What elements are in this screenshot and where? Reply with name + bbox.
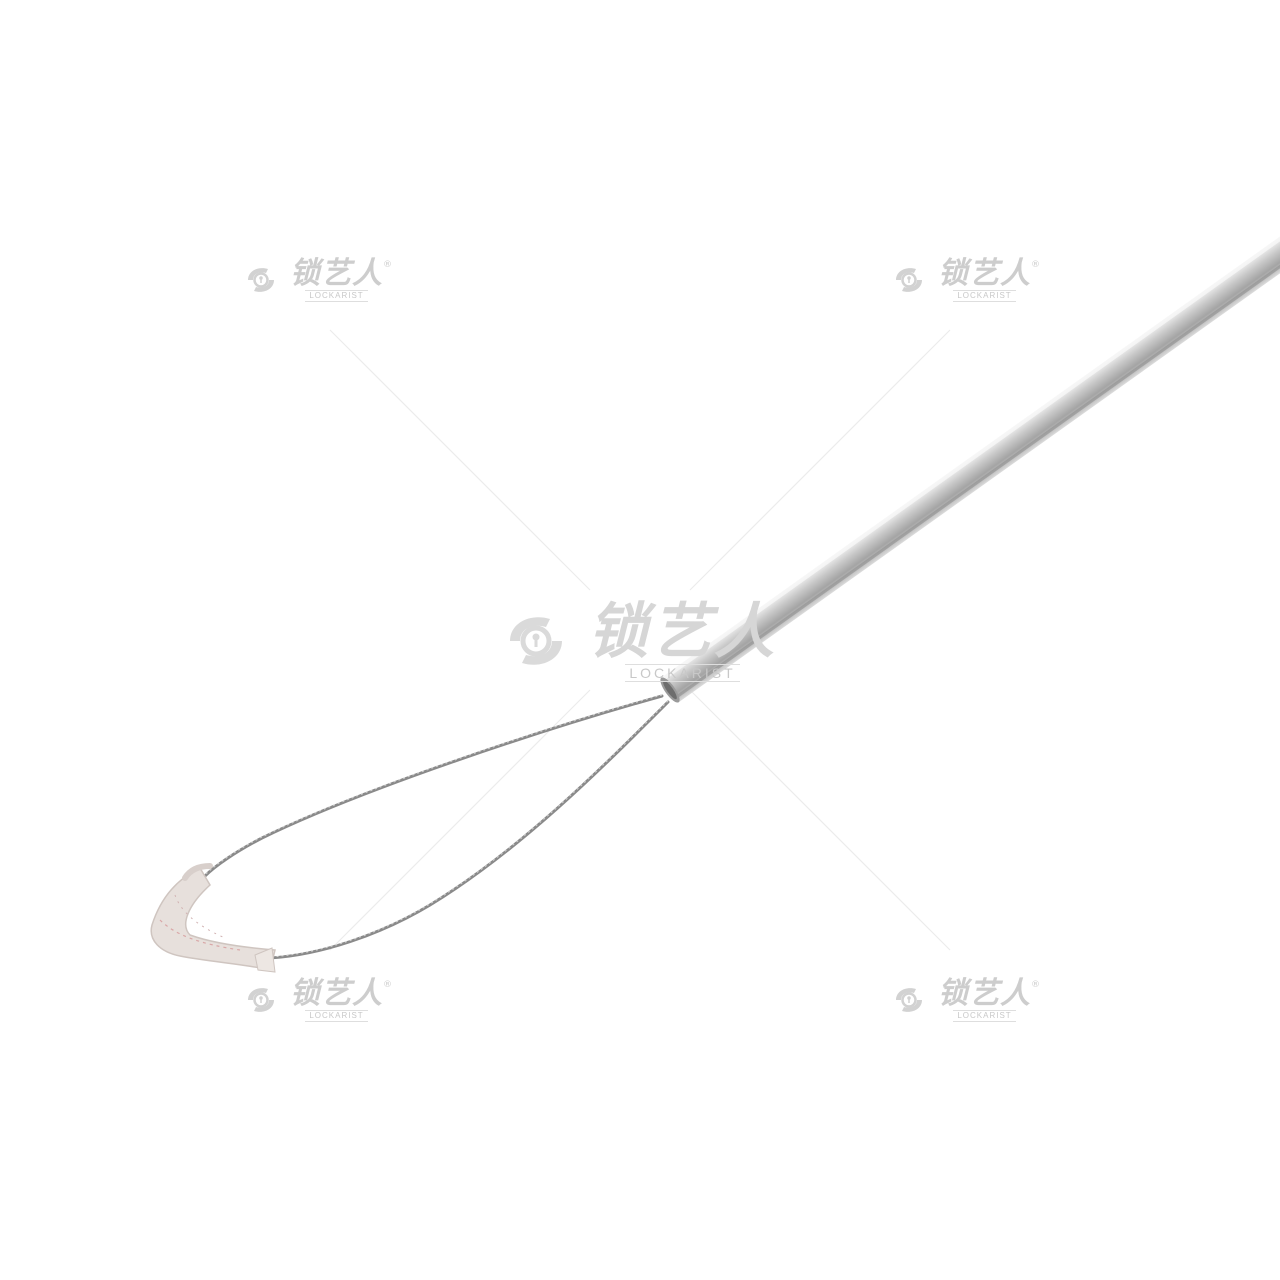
- watermark-brand-en: LOCKARIST: [625, 664, 740, 682]
- watermark-registered-mark: ®: [383, 260, 392, 270]
- watermark-diagonal-lines: [329, 329, 951, 951]
- swirl-keyhole-logo-icon: [896, 268, 922, 292]
- watermark-text: 锁艺人 LOCKARIST: [588, 600, 777, 682]
- watermark-registered-mark: ®: [1031, 260, 1040, 270]
- watermark-registered-mark: ®: [383, 980, 392, 990]
- watermark-registered-mark: ®: [1031, 980, 1040, 990]
- watermark-brand-cn: 锁艺人: [588, 597, 777, 667]
- watermark-brand-cn: 锁艺人: [290, 256, 383, 291]
- watermark-top-left: 锁艺人 LOCKARIST ®: [238, 258, 392, 302]
- watermark-text: 锁艺人 LOCKARIST: [290, 258, 383, 302]
- swirl-keyhole-logo-icon: [896, 988, 922, 1012]
- wire-loop: [203, 694, 670, 960]
- watermark-top-right: 锁艺人 LOCKARIST ®: [886, 258, 1040, 302]
- watermark-brand-cn: 锁艺人: [290, 976, 383, 1011]
- watermark-brand-en: LOCKARIST: [953, 290, 1016, 302]
- watermark-brand-cn: 锁艺人: [938, 976, 1031, 1011]
- watermark-brand-en: LOCKARIST: [953, 1010, 1016, 1022]
- swirl-keyhole-logo-icon: [248, 988, 274, 1012]
- swirl-keyhole-logo-icon: [248, 268, 274, 292]
- watermark-bottom-right: 锁艺人 LOCKARIST ®: [886, 978, 1040, 1022]
- swirl-keyhole-logo-icon: [510, 617, 562, 665]
- braided-tip: [150, 863, 276, 973]
- watermark-text: 锁艺人 LOCKARIST: [290, 978, 383, 1022]
- watermark-text: 锁艺人 LOCKARIST: [938, 258, 1031, 302]
- watermark-brand-cn: 锁艺人: [938, 256, 1031, 291]
- watermark-bottom-left: 锁艺人 LOCKARIST ®: [238, 978, 392, 1022]
- watermark-brand-en: LOCKARIST: [305, 290, 368, 302]
- watermark-brand-en: LOCKARIST: [305, 1010, 368, 1022]
- metal-tube: [660, 236, 1280, 703]
- watermark-center: 锁艺人 LOCKARIST: [490, 600, 777, 682]
- watermark-text: 锁艺人 LOCKARIST: [938, 978, 1031, 1022]
